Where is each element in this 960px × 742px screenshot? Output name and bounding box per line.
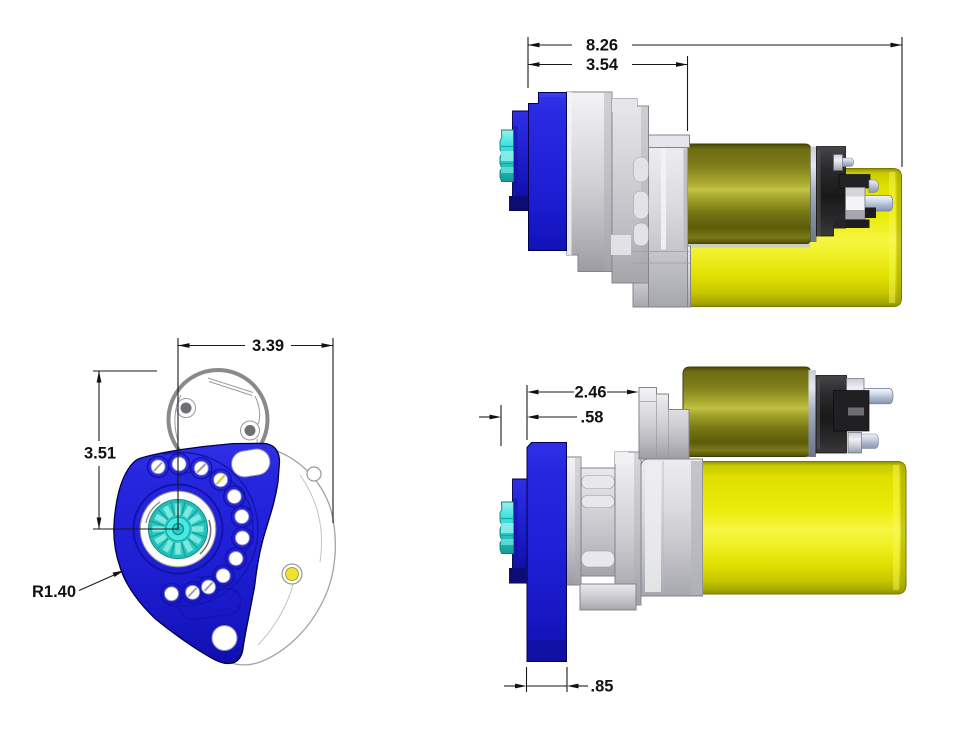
svg-text:2.46: 2.46 (574, 384, 606, 402)
svg-text:.58: .58 (581, 409, 604, 427)
svg-text:3.54: 3.54 (586, 56, 619, 74)
svg-text:3.39: 3.39 (252, 337, 284, 355)
svg-text:8.26: 8.26 (586, 37, 618, 55)
svg-text:3.51: 3.51 (84, 445, 116, 463)
svg-text:.85: .85 (591, 678, 614, 696)
svg-text:R1.40: R1.40 (32, 583, 76, 601)
